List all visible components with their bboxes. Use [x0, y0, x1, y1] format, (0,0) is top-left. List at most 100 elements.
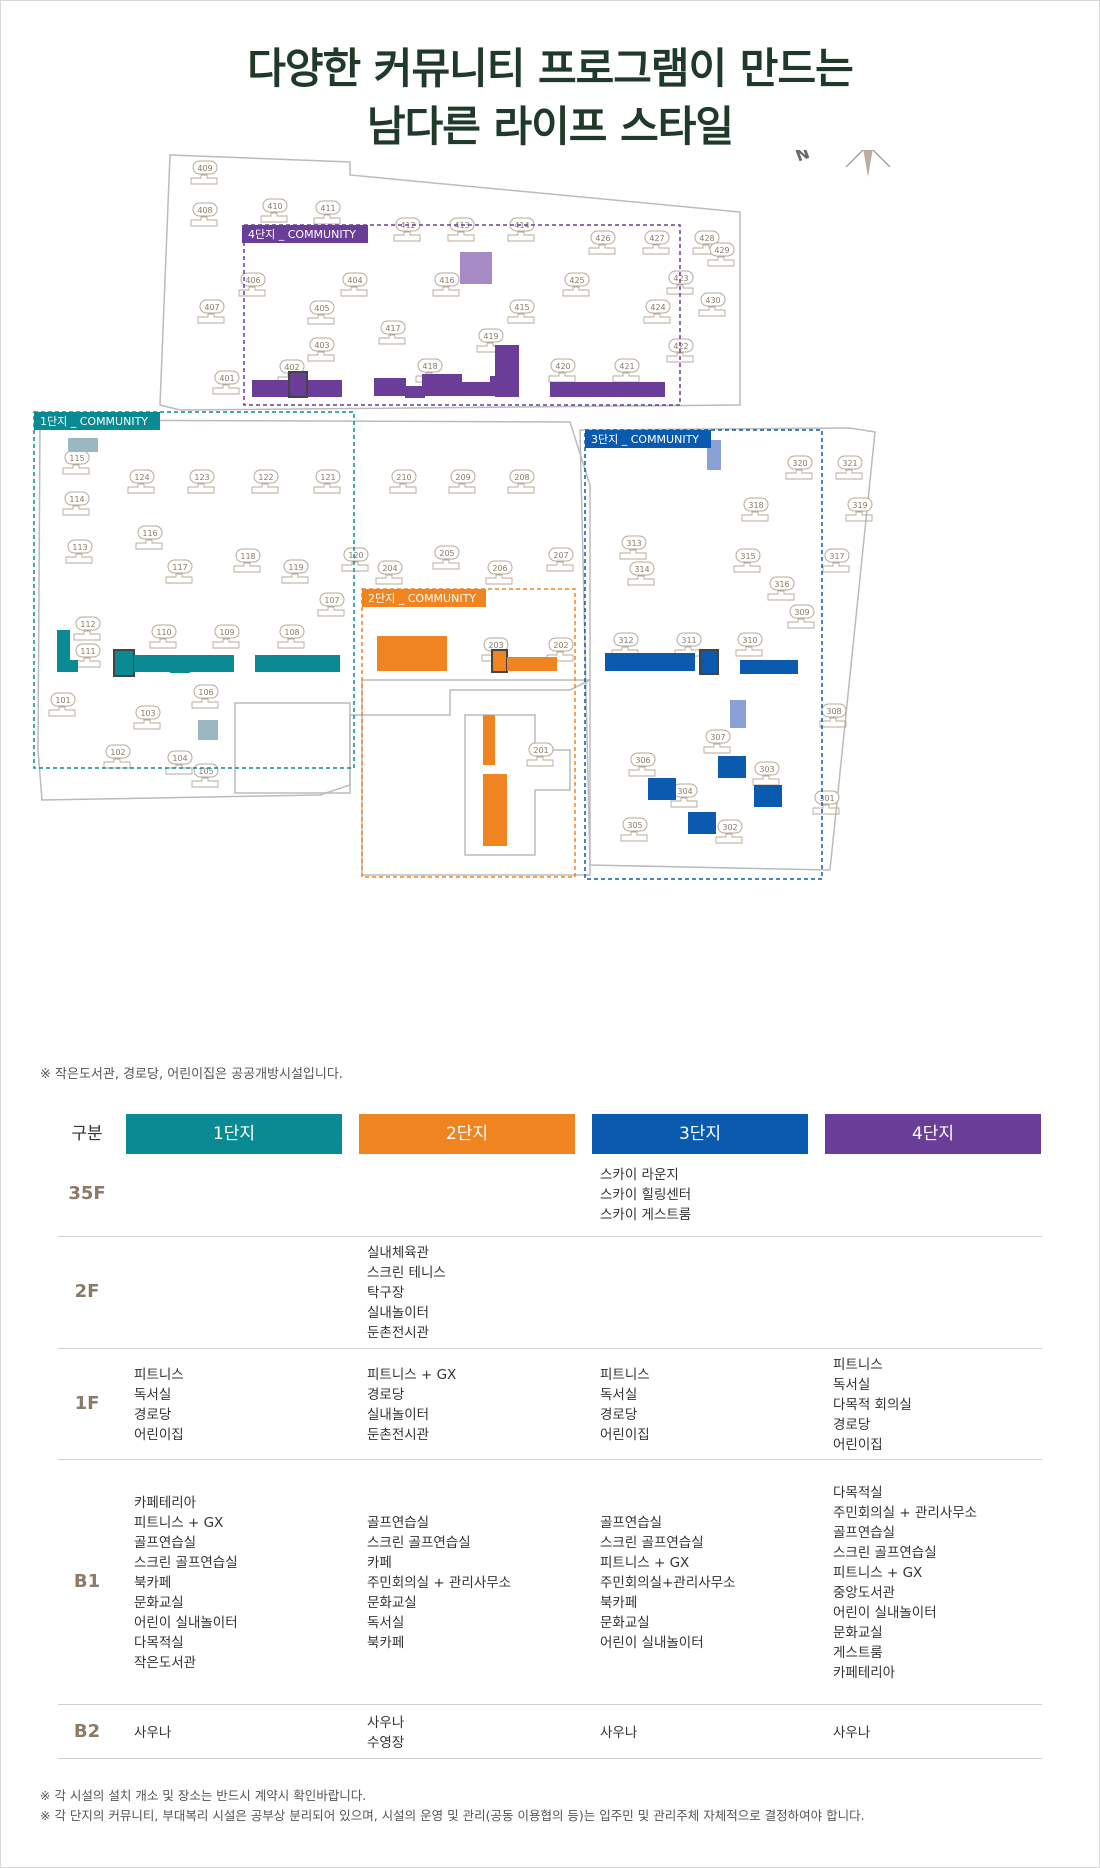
facility-item: 다목적실 [833, 1484, 883, 1501]
zone1-facilities [57, 438, 340, 740]
svg-text:101: 101 [55, 696, 70, 705]
building-label: 426 [588, 230, 616, 255]
facility-item: 실내체육관 [367, 1245, 430, 1261]
footnote-1: ※ 각 시설의 설치 개소 및 장소는 반드시 계약시 확인바랍니다. [40, 1788, 367, 1803]
facility-item: 골프연습실 [600, 1514, 663, 1531]
building-label: 111 [73, 643, 101, 668]
svg-text:410: 410 [267, 202, 282, 211]
facility-item: 어린이 실내놀이터 [600, 1634, 704, 1651]
facility-item: 경로당 [600, 1406, 638, 1423]
facility-item: 문화교실 [367, 1594, 417, 1611]
compass-icon: N [793, 150, 891, 177]
facility-item: 사우나 [600, 1724, 638, 1741]
svg-text:409: 409 [197, 164, 212, 173]
svg-text:316: 316 [774, 580, 789, 589]
zone4-label: 4단지 _ COMMUNITY [242, 225, 368, 243]
facility-item: 피트니스 [600, 1366, 650, 1383]
svg-text:110: 110 [156, 628, 171, 637]
building-label: 411 [313, 200, 341, 225]
svg-text:315: 315 [740, 552, 755, 561]
building-label: 404 [340, 272, 368, 297]
building-label: 124 [127, 469, 155, 494]
facility-item: 문화교실 [600, 1614, 650, 1631]
building-label: 318 [741, 497, 769, 522]
svg-text:420: 420 [555, 362, 570, 371]
building-label: 401 [212, 370, 240, 395]
facility-item: 스크린 골프연습실 [600, 1534, 704, 1551]
svg-text:304: 304 [677, 787, 692, 796]
facility-item: 수영장 [367, 1734, 405, 1751]
facility-item: 사우나 [134, 1724, 172, 1741]
floor-label: 2F [74, 1281, 100, 1302]
svg-text:406: 406 [245, 276, 260, 285]
svg-text:416: 416 [439, 276, 454, 285]
svg-text:318: 318 [748, 501, 763, 510]
footnote-2: ※ 각 단지의 커뮤니티, 부대복리 시설은 공부상 분리되어 있으며, 시설의… [40, 1808, 865, 1823]
building-label: 406 [238, 272, 266, 297]
building-label: 118 [233, 548, 261, 573]
zone4-facilities [252, 252, 665, 398]
building-label: 206 [485, 560, 513, 585]
building-label: 310 [735, 632, 763, 657]
building-label: 209 [448, 469, 476, 494]
building-label: 408 [190, 202, 218, 227]
facility-item: 북카페 [600, 1594, 638, 1611]
svg-text:421: 421 [619, 362, 634, 371]
facility-item: 스카이 게스트룸 [600, 1207, 692, 1223]
facility-item: 골프연습실 [134, 1534, 197, 1551]
svg-text:405: 405 [314, 304, 329, 313]
facility-item: 피트니스 + GX [833, 1564, 923, 1581]
facility-item: 스크린 골프연습실 [134, 1554, 238, 1571]
site-boundary [37, 154, 876, 876]
building-label: 116 [135, 525, 163, 550]
building-label: 202 [546, 637, 574, 662]
svg-text:3단지 _ COMMUNITY: 3단지 _ COMMUNITY [591, 433, 699, 446]
facility-item: 경로당 [134, 1406, 172, 1423]
building-label: 123 [187, 469, 215, 494]
col-zone4: 4단지 [825, 1114, 1041, 1154]
svg-text:404: 404 [347, 276, 362, 285]
building-label: 320 [785, 455, 813, 480]
svg-text:4단지 _ COMMUNITY: 4단지 _ COMMUNITY [248, 228, 356, 241]
facility-item: 사우나 [833, 1724, 871, 1741]
facility-item: 피트니스 + GX [600, 1554, 690, 1571]
facility-item: 어린이 실내놀이터 [833, 1604, 937, 1621]
building-label: 319 [845, 497, 873, 522]
facility-item: 스크린 골프연습실 [833, 1544, 937, 1561]
facility-item: 피트니스 [134, 1366, 184, 1383]
building-label: 207 [546, 547, 574, 572]
building-label: 321 [835, 455, 863, 480]
svg-text:311: 311 [681, 636, 696, 645]
building-label: 403 [307, 337, 335, 362]
facility-item: 중앙도서관 [833, 1584, 896, 1601]
building-label: 412 [393, 217, 421, 242]
building-label: 312 [611, 632, 639, 657]
facility-item: 다목적실 [134, 1634, 184, 1651]
facility-item: 북카페 [367, 1634, 405, 1651]
building-label: 204 [375, 560, 403, 585]
table-header: 구분 1단지 2단지 3단지 4단지 [58, 1114, 1042, 1154]
floor-label: 35F [68, 1183, 106, 1204]
building-label: 113 [65, 539, 93, 564]
building-label: 103 [133, 705, 161, 730]
svg-text:205: 205 [439, 549, 454, 558]
building-label: 308 [819, 703, 847, 728]
facility-item: 피트니스 + GX [367, 1366, 457, 1383]
building-label: 110 [149, 624, 177, 649]
svg-text:424: 424 [650, 303, 665, 312]
facility-item: 북카페 [134, 1574, 172, 1591]
building-label: 420 [548, 358, 576, 383]
svg-text:312: 312 [618, 636, 633, 645]
empty-lot [234, 702, 351, 794]
svg-text:310: 310 [742, 636, 757, 645]
building-label: 201 [526, 742, 554, 767]
floor-label: B2 [73, 1720, 101, 1742]
facility-item: 독서실 [833, 1376, 871, 1393]
svg-text:209: 209 [455, 473, 470, 482]
